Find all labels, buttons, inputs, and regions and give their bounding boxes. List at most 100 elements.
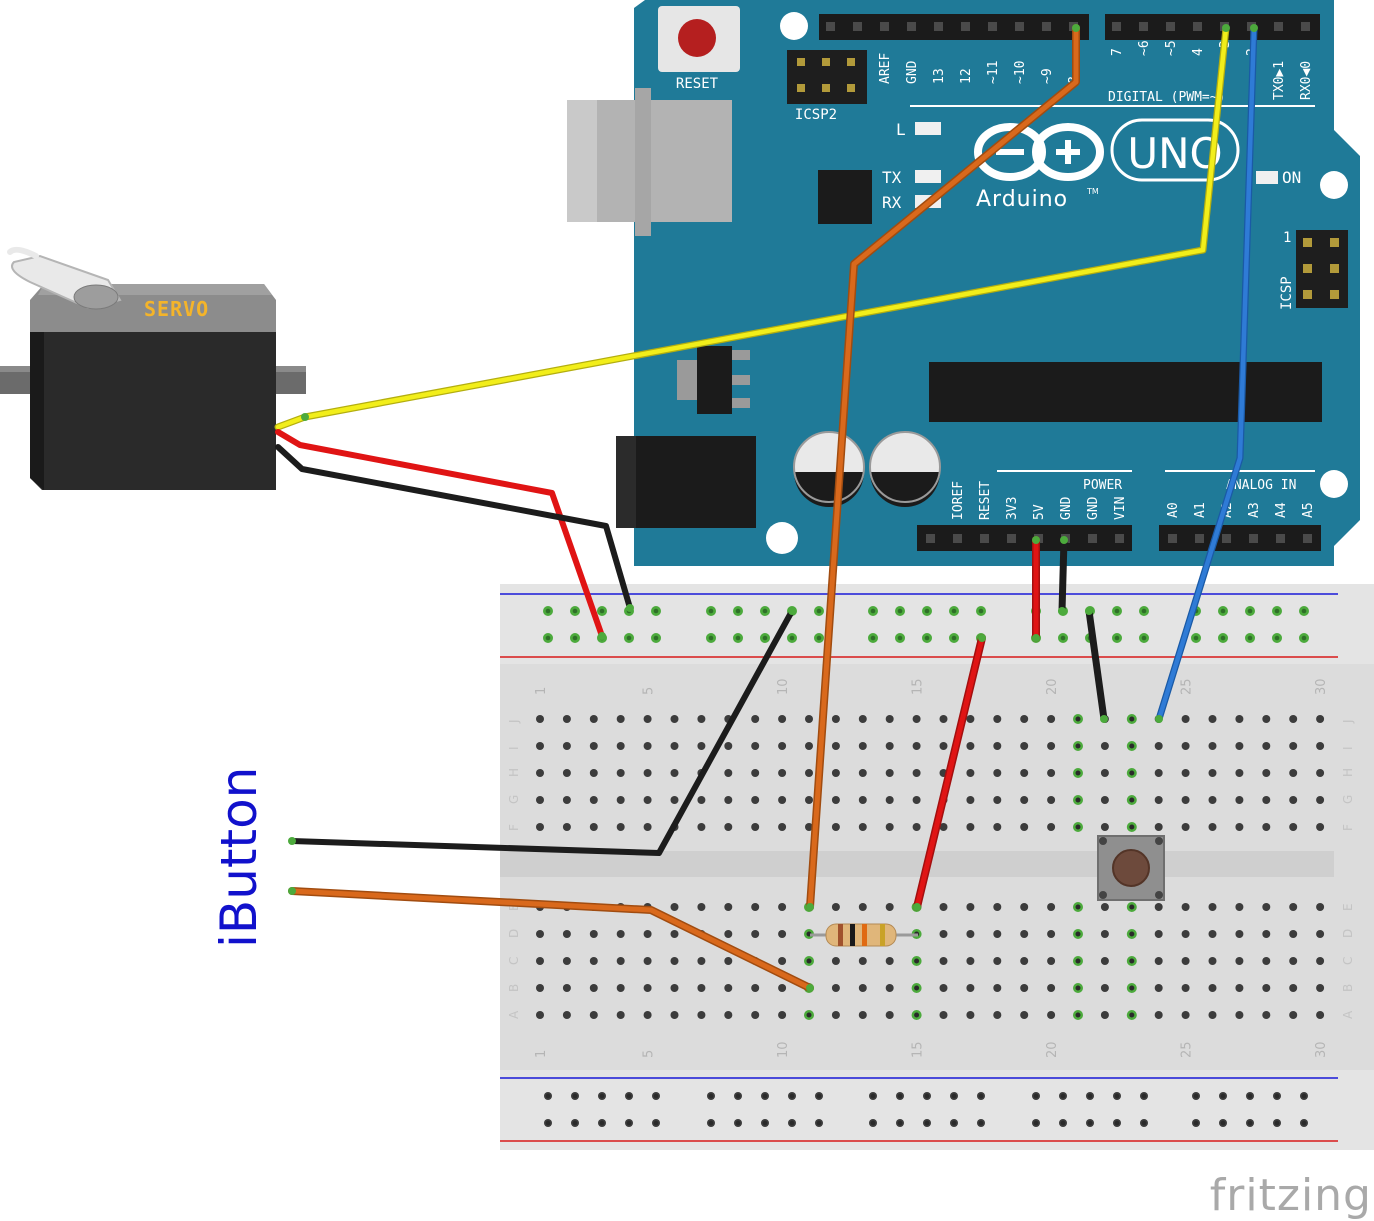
breadboard-hole <box>1181 742 1190 750</box>
breadboard-hole <box>885 796 894 804</box>
breadboard-hole <box>616 823 625 831</box>
breadboard-hole <box>697 715 706 723</box>
breadboard-hole <box>1262 769 1271 777</box>
column-number: 25 <box>1180 1041 1195 1058</box>
breadboard-hole <box>536 957 544 965</box>
breadboard-hole <box>805 823 813 831</box>
breadboard-hole <box>939 930 948 938</box>
breadboard-hole <box>1047 1011 1056 1019</box>
breadboard-hole <box>1020 903 1029 911</box>
breadboard-hole <box>993 930 1002 938</box>
breadboard-hole <box>1020 930 1029 938</box>
breadboard-hole <box>1235 984 1244 992</box>
breadboard-hole <box>589 1011 598 1019</box>
breadboard-hole <box>805 769 813 777</box>
icsp2-label: ICSP2 <box>795 107 837 123</box>
breadboard-hole <box>697 1011 706 1019</box>
breadboard-hole <box>912 769 921 777</box>
wire-black-button-ground <box>1085 607 1108 723</box>
breadboard-hole <box>1289 903 1298 911</box>
breadboard-hole <box>1316 957 1325 965</box>
breadboard-hole <box>1047 796 1056 804</box>
pushbutton-cap[interactable] <box>1112 849 1150 887</box>
led-on-label: ON <box>1282 168 1301 187</box>
analog-pin-label: A4 <box>1274 502 1289 518</box>
row-letter: A <box>507 1010 521 1019</box>
breadboard-hole <box>939 1011 948 1019</box>
digital-pin-label: ~10 <box>1013 61 1028 84</box>
breadboard-hole <box>1316 984 1325 992</box>
breadboard-hole <box>1020 957 1029 965</box>
breadboard-hole <box>1020 1011 1029 1019</box>
breadboard-hole <box>805 715 813 723</box>
mounting-hole <box>1320 470 1348 498</box>
digital-pin-label: AREF <box>878 53 893 84</box>
breadboard-hole <box>858 742 867 750</box>
breadboard-hole <box>697 957 706 965</box>
breadboard-hole <box>1208 769 1217 777</box>
breadboard-hole <box>912 742 921 750</box>
breadboard-hole <box>1262 903 1271 911</box>
breadboard-hole <box>1316 715 1325 723</box>
breadboard-hole <box>1208 1011 1217 1019</box>
breadboard-hole <box>1235 903 1244 911</box>
pushbutton[interactable] <box>1097 835 1165 901</box>
breadboard-hole <box>670 957 679 965</box>
breadboard-hole <box>616 796 625 804</box>
row-letter: A <box>1341 1010 1355 1019</box>
breadboard-hole <box>697 796 706 804</box>
breadboard-hole <box>1289 796 1298 804</box>
breadboard-hole <box>993 903 1002 911</box>
breadboard-hole <box>724 1011 733 1019</box>
atmega-chip <box>929 362 1322 422</box>
breadboard-hole <box>697 984 706 992</box>
breadboard-hole <box>831 984 840 992</box>
breadboard-hole <box>1181 1011 1190 1019</box>
breadboard-hole <box>643 715 652 723</box>
digital-pin-label: 13 <box>932 68 947 84</box>
breadboard-hole <box>1047 903 1056 911</box>
arduino-logo-icon <box>974 123 1104 181</box>
breadboard-hole <box>778 1011 787 1019</box>
breadboard-hole <box>831 742 840 750</box>
breadboard-hole <box>1208 957 1217 965</box>
reset-button-cap[interactable] <box>678 19 716 57</box>
breadboard-hole <box>1289 1011 1298 1019</box>
breadboard-hole <box>562 984 571 992</box>
breadboard-hole <box>1154 1011 1163 1019</box>
servo-motor: SERVO <box>0 246 306 490</box>
power-pin-label: GND <box>1086 496 1101 520</box>
breadboard-hole <box>670 930 679 938</box>
breadboard-hole <box>1047 930 1056 938</box>
breadboard-hole <box>1208 984 1217 992</box>
breadboard-hole <box>1235 1011 1244 1019</box>
breadboard-hole <box>536 715 544 723</box>
breadboard-hole <box>1208 742 1217 750</box>
breadboard-hole <box>751 769 760 777</box>
breadboard-hole <box>1316 930 1325 938</box>
power-pin-label: IOREF <box>951 481 966 520</box>
analog-pin-label: A0 <box>1166 502 1181 518</box>
breadboard-hole <box>1289 984 1298 992</box>
breadboard-hole <box>589 823 598 831</box>
breadboard-hole <box>858 796 867 804</box>
column-number: 20 <box>1045 678 1060 695</box>
resistor-body <box>825 923 897 947</box>
breadboard-hole <box>1262 742 1271 750</box>
breadboard-hole <box>778 715 787 723</box>
breadboard-hole <box>536 769 544 777</box>
breadboard-hole <box>589 930 598 938</box>
breadboard-hole <box>993 796 1002 804</box>
bottom-power-rail <box>500 1070 1374 1150</box>
breadboard-hole <box>1208 903 1217 911</box>
breadboard-hole <box>885 1011 894 1019</box>
breadboard-hole <box>1020 742 1029 750</box>
breadboard-hole <box>778 957 787 965</box>
breadboard-hole <box>993 1011 1002 1019</box>
breadboard-hole <box>1262 957 1271 965</box>
breadboard-hole <box>1208 823 1217 831</box>
row-letter: G <box>507 795 521 804</box>
breadboard-hole <box>966 984 975 992</box>
breadboard-hole <box>939 742 948 750</box>
